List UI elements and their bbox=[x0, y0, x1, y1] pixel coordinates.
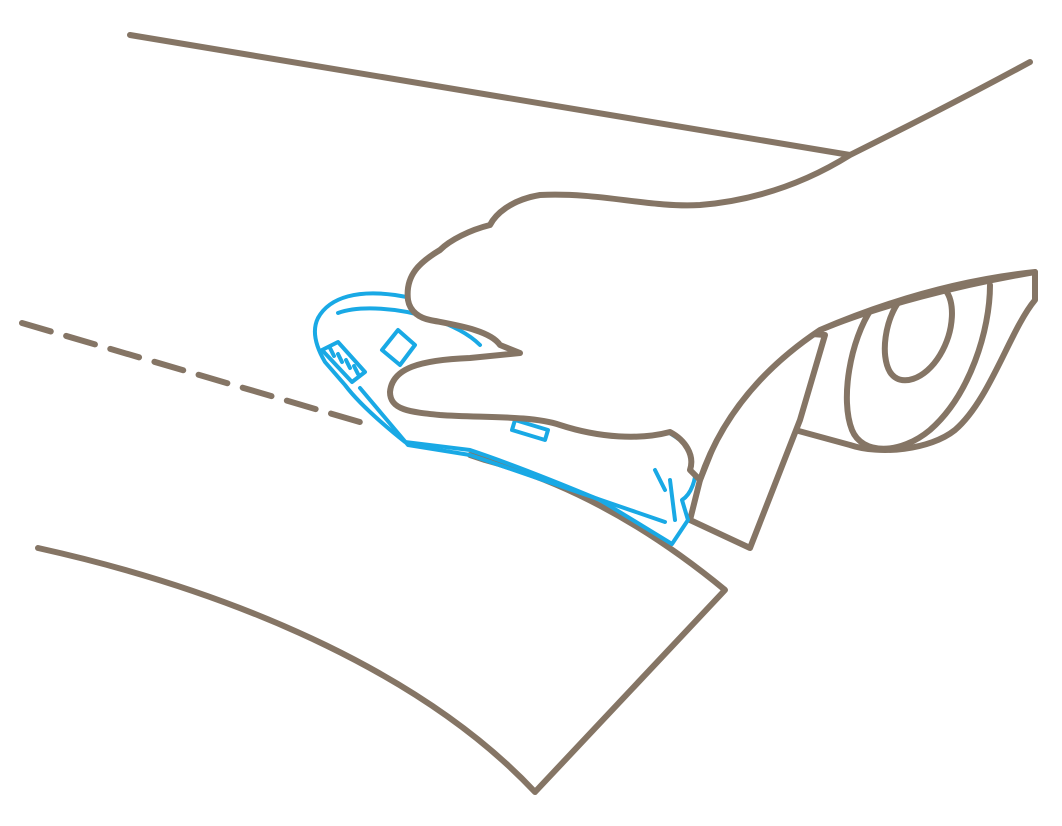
hand bbox=[387, 59, 1038, 483]
paper-roll bbox=[792, 269, 1038, 453]
cutter-tool-button bbox=[380, 328, 417, 367]
cutter-tool-inner bbox=[510, 418, 677, 522]
table-top-edge bbox=[127, 32, 853, 158]
cutter-tool-edge bbox=[358, 386, 667, 524]
paper-roll-rim bbox=[843, 282, 993, 452]
cut-guide-line bbox=[19, 320, 373, 428]
cutter-tool-grip bbox=[320, 340, 367, 384]
paper-roll-core bbox=[881, 287, 955, 384]
